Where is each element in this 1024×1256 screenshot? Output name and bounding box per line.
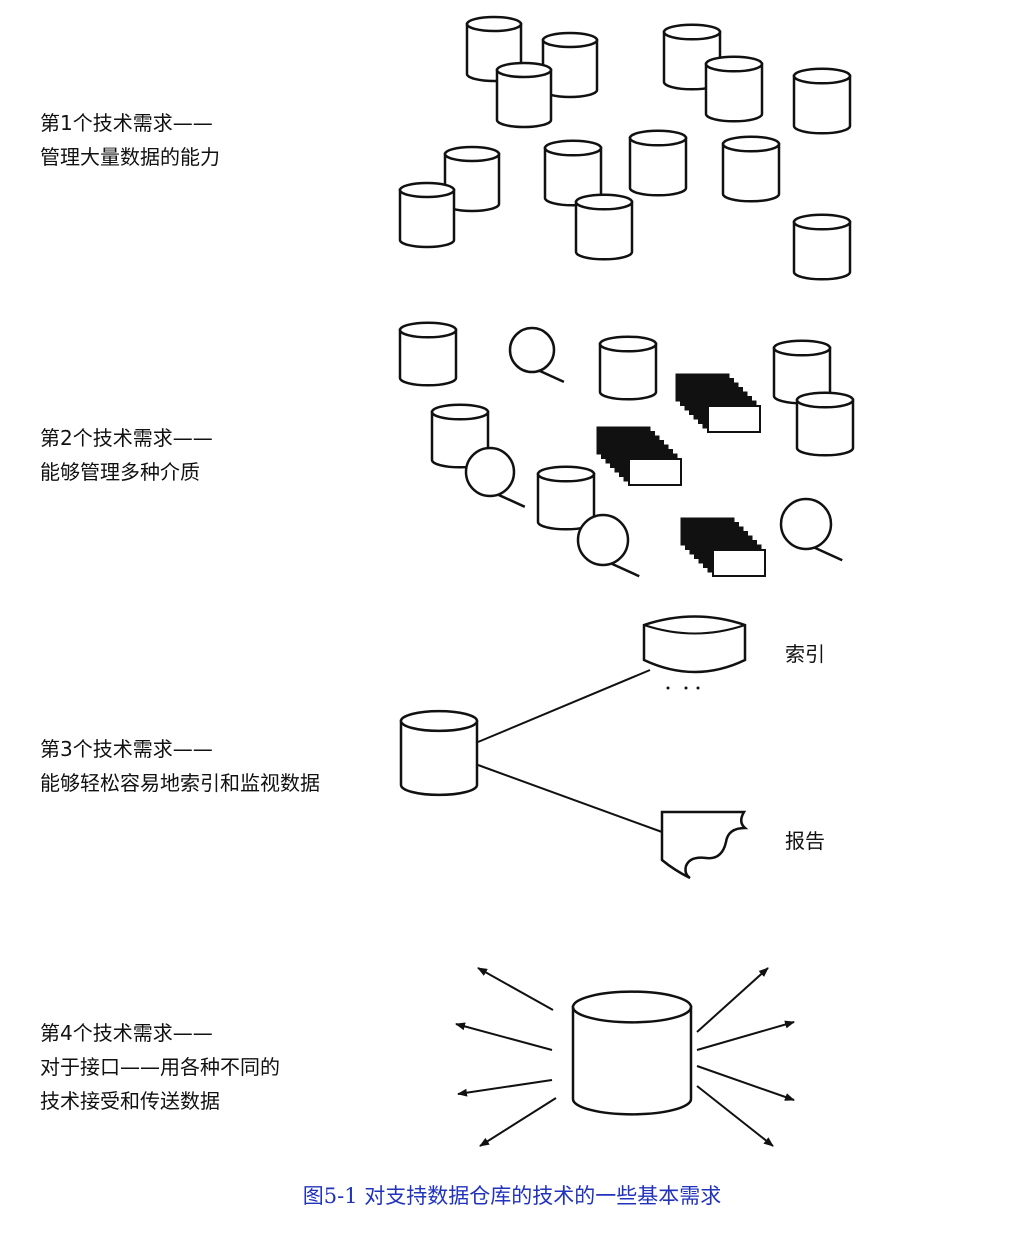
report-label: 报告 xyxy=(785,829,825,853)
disk-cylinder xyxy=(541,31,599,99)
card-stack xyxy=(596,426,682,486)
media-group-2 xyxy=(398,321,855,578)
connector-to-report xyxy=(477,764,663,833)
interface-arrow xyxy=(479,1097,557,1147)
disk-cylinder xyxy=(399,709,479,797)
requirement-4: 第4个技术需求—— 对于接口——用各种不同的 技术接受和传送数据 xyxy=(40,1016,280,1118)
interface-arrow xyxy=(696,1085,774,1147)
disk-cylinder xyxy=(721,135,781,203)
requirement-3-desc: 能够轻松容易地索引和监视数据 xyxy=(40,771,320,795)
connector-to-index xyxy=(477,669,651,743)
card-stack xyxy=(675,373,761,433)
disk-cylinder xyxy=(398,181,456,249)
index-label: 索引 xyxy=(785,642,825,666)
interface-arrow xyxy=(457,1079,553,1097)
disk-cylinder xyxy=(795,391,855,457)
report-document xyxy=(660,810,749,880)
index-report-group-3 xyxy=(399,615,749,880)
requirement-4-desc-line-1: 对于接口——用各种不同的 xyxy=(40,1055,280,1079)
card-stack xyxy=(680,517,766,577)
disk-cylinder xyxy=(704,55,764,123)
requirement-3-title: 第3个技术需求—— xyxy=(40,737,213,761)
disk-cylinder xyxy=(536,465,596,531)
requirement-1-desc: 管理大量数据的能力 xyxy=(40,145,220,169)
interface-group-4 xyxy=(455,967,795,1147)
tape-reel xyxy=(464,446,526,508)
tape-reel xyxy=(779,497,843,562)
disk-cylinder xyxy=(398,321,458,387)
index-disk xyxy=(642,615,747,690)
interface-arrow xyxy=(477,967,554,1011)
disk-cylinder xyxy=(443,145,501,213)
interface-arrow xyxy=(696,1065,795,1101)
tape-reel xyxy=(576,513,640,578)
disk-cylinder xyxy=(571,990,693,1116)
requirement-4-title: 第4个技术需求—— xyxy=(40,1021,213,1045)
requirement-2: 第2个技术需求—— 能够管理多种介质 xyxy=(40,421,213,489)
disk-cylinder xyxy=(792,213,852,281)
disk-cylinder xyxy=(574,193,634,261)
requirement-2-title: 第2个技术需求—— xyxy=(40,426,213,450)
requirement-4-desc-line-2: 技术接受和传送数据 xyxy=(40,1089,220,1113)
disk-cylinder xyxy=(628,129,688,197)
disk-cylinder xyxy=(495,61,553,129)
figure-caption: 图5-1 对支持数据仓库的技术的一些基本需求 xyxy=(302,1184,722,1208)
interface-arrow xyxy=(696,967,769,1033)
interface-arrow xyxy=(455,1022,553,1051)
interface-arrow xyxy=(696,1020,795,1051)
requirement-1-title: 第1个技术需求—— xyxy=(40,111,213,135)
requirement-1: 第1个技术需求—— 管理大量数据的能力 xyxy=(40,106,220,174)
requirement-2-desc: 能够管理多种介质 xyxy=(40,460,200,484)
disk-cylinder xyxy=(792,67,852,135)
tape-reel xyxy=(508,326,565,384)
disk-group-1 xyxy=(398,15,852,281)
disk-cylinder xyxy=(598,335,658,401)
requirement-3: 第3个技术需求—— 能够轻松容易地索引和监视数据 xyxy=(40,732,320,800)
